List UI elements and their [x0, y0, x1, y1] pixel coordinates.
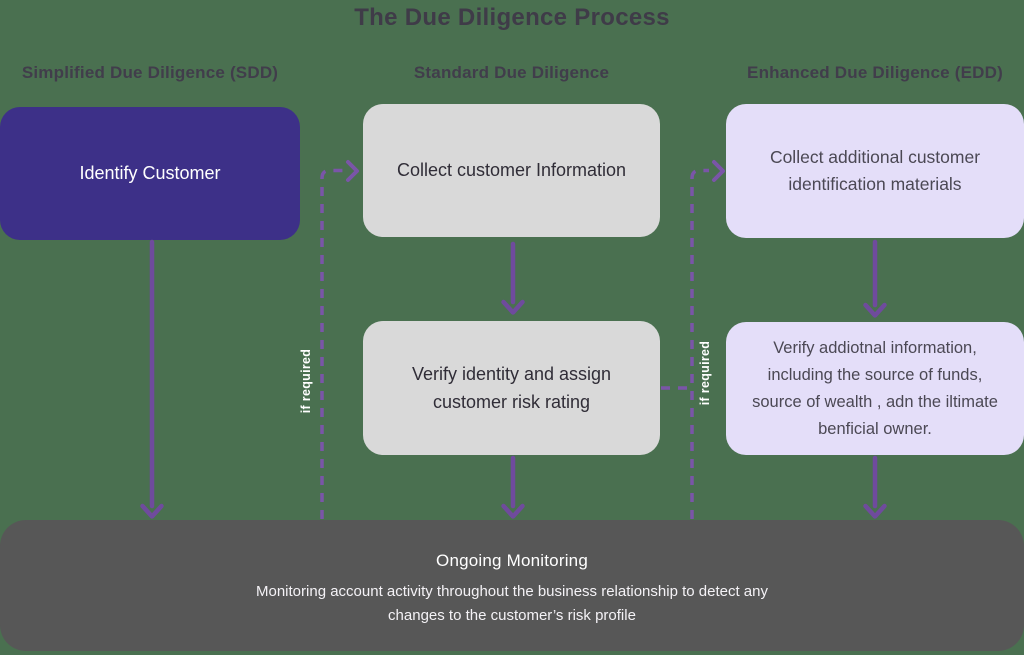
- arrow-collect-to-verify-standard-head: [501, 299, 525, 315]
- if-required-label-left: if required: [299, 348, 313, 414]
- node-verify-additional-information: Verify addiotnal information, including …: [726, 322, 1024, 455]
- column-header-standard: Standard Due Diligence: [413, 63, 610, 82]
- node-collect-additional-materials: Collect additional customer identificati…: [726, 104, 1024, 238]
- column-header-sdd: Simplified Due Diligence (SDD): [21, 63, 279, 82]
- node-collect-additional-materials-label: Collect additional customer identificati…: [769, 147, 981, 194]
- column-header-edd: Enhanced Due Diligence (EDD): [747, 63, 1003, 82]
- dashed-connector-left-arrowhead: [346, 160, 359, 182]
- node-identify-customer: Identify Customer: [0, 107, 300, 240]
- node-verify-identity-risk-rating-label: Verify identity and assign customer risk…: [411, 364, 612, 412]
- ongoing-monitoring-bar: Ongoing Monitoring Monitoring account ac…: [0, 520, 1024, 651]
- node-collect-customer-information-label: Collect customer Information: [396, 160, 627, 180]
- arrow-verify-edd-to-monitoring-head: [863, 503, 887, 519]
- if-required-label-right: if required: [698, 340, 712, 406]
- arrow-identify-to-monitoring-head: [140, 503, 164, 519]
- node-verify-additional-information-label: Verify addiotnal information, including …: [752, 338, 998, 438]
- ongoing-monitoring-description-line1: Monitoring account activity throughout t…: [256, 583, 768, 600]
- arrow-verify-standard-to-monitoring-head: [501, 503, 525, 519]
- node-collect-customer-information: Collect customer Information: [363, 104, 660, 237]
- dashed-connector-right-arrowhead: [712, 160, 725, 182]
- page-title: The Due Diligence Process: [354, 4, 670, 31]
- ongoing-monitoring-title: Ongoing Monitoring: [436, 551, 588, 570]
- node-identify-customer-label: Identify Customer: [79, 163, 221, 183]
- arrow-collect-to-verify-edd-head: [863, 302, 887, 318]
- node-verify-identity-risk-rating: Verify identity and assign customer risk…: [363, 321, 660, 455]
- ongoing-monitoring-description-line2: changes to the customer’s risk profile: [388, 607, 636, 624]
- ongoing-monitoring-description: Monitoring account activity throughout t…: [0, 580, 1024, 628]
- dashed-connector-sdd-to-standard: [320, 168, 343, 519]
